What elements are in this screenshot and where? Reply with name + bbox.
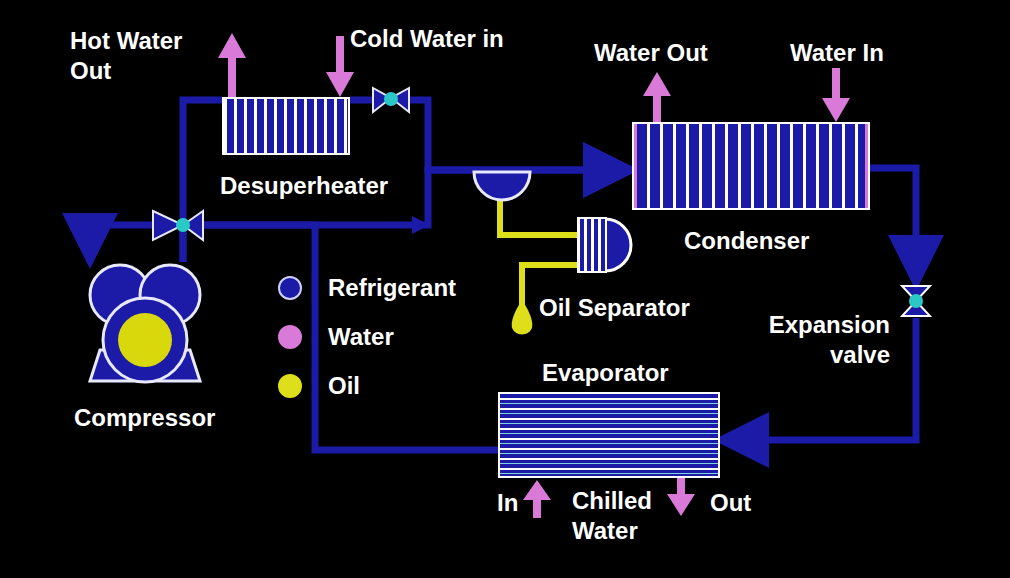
separator-head xyxy=(474,172,530,200)
legend-text: Oil xyxy=(328,371,360,401)
valve-body xyxy=(902,286,930,316)
water-label: Hot Water Out xyxy=(70,26,210,86)
three-way-valve xyxy=(153,211,203,240)
separator-cap xyxy=(605,219,631,271)
separator-body xyxy=(577,217,607,273)
separator-plate xyxy=(587,219,591,271)
water-arrow xyxy=(326,36,354,97)
water-arrow xyxy=(218,33,246,97)
water-arrow xyxy=(643,72,671,122)
oil-drop xyxy=(512,300,533,334)
component-label: Evaporator xyxy=(542,358,712,388)
comp-shape xyxy=(86,262,204,385)
separator-plate xyxy=(580,219,584,271)
heat-exchanger: Desuperheater xyxy=(222,97,350,155)
legend-text: Refrigerant xyxy=(328,273,456,303)
component-label: Expansion valve xyxy=(748,310,890,370)
compressor-oil xyxy=(118,313,172,367)
component-label: Condenser xyxy=(684,226,844,256)
refrigerant-pipe xyxy=(870,168,916,284)
water-arrow xyxy=(523,480,551,518)
compressor-body xyxy=(103,298,187,382)
valve-shape xyxy=(900,284,932,318)
legend-swatch xyxy=(278,276,302,300)
water-label: Cold Water in xyxy=(350,24,550,54)
component-label: Desuperheater xyxy=(220,171,420,201)
valve-stem xyxy=(909,294,923,308)
separator-plate xyxy=(594,219,598,271)
legend-swatch xyxy=(278,374,302,398)
evaporator-coil: Evaporator xyxy=(498,392,720,478)
water-valve xyxy=(373,88,409,112)
expansion-valve: Expansion valve xyxy=(900,284,932,318)
water-label: Water In xyxy=(790,38,920,68)
compressor: Compressor xyxy=(86,262,204,385)
sep-shape xyxy=(575,215,637,275)
water-label: Water Out xyxy=(594,38,734,68)
legend-text: Water xyxy=(328,322,394,352)
component-label: Oil Separator xyxy=(539,293,719,323)
water-label: In xyxy=(497,488,537,518)
refrigerant-pipe xyxy=(350,100,632,170)
separator-plate xyxy=(601,219,605,271)
water-arrow xyxy=(822,68,850,122)
refrigerant-pipe xyxy=(183,170,632,262)
oil-separator: Oil Separator xyxy=(575,215,637,275)
oil-line xyxy=(500,196,577,235)
legend-swatch xyxy=(278,325,302,349)
component-label: Compressor xyxy=(74,403,234,433)
water-label: Out xyxy=(710,488,780,518)
flow-arrow xyxy=(412,216,430,234)
water-label: Chilled Water xyxy=(572,486,672,546)
water-arrow xyxy=(667,478,695,516)
heat-exchanger: Condenser xyxy=(632,122,870,210)
